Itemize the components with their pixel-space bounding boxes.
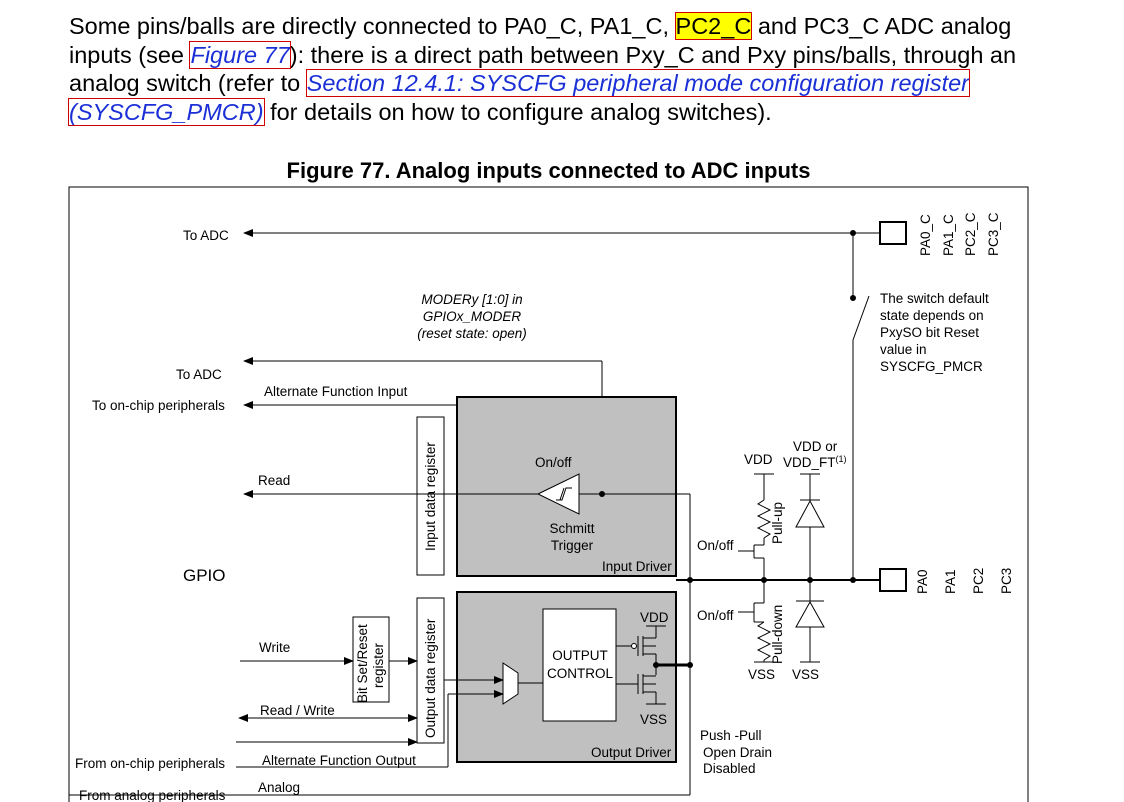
para-text-3: ): there is a direct path between Pxy_C …	[69, 41, 1017, 97]
analog-label: Analog	[258, 780, 300, 795]
schmitt-trigger	[536, 473, 691, 580]
bsr-label-1: Bit Set/Reset	[355, 624, 370, 703]
input-data-register	[416, 416, 445, 576]
pull-up-label: Pull-up	[770, 502, 785, 544]
pin-c-label-2: PC2_C	[963, 212, 978, 256]
para-text-1: Some pins/balls are directly connected t…	[69, 13, 676, 39]
figure-link[interactable]: Figure 77	[189, 40, 291, 69]
highlighted-pin-name: PC2_C	[674, 12, 753, 40]
pin-c-label-1: PA1_C	[941, 214, 956, 256]
moder-label: MODERy [1:0] in GPIOx_MODER (reset state…	[417, 292, 527, 341]
schmitt-label-2: Trigger	[551, 538, 594, 553]
body-paragraph: Some pins/balls are directly connected t…	[67, 12, 1069, 126]
svg-text:GPIOx_MODER: GPIOx_MODER	[423, 309, 522, 324]
schmitt-label-1: Schmitt	[549, 521, 594, 536]
pin-label-0: PA0	[915, 569, 930, 594]
pin-pad-c	[879, 221, 907, 245]
alt-func-input-label: Alternate Function Input	[264, 384, 408, 399]
vss-output-label: VSS	[640, 712, 667, 727]
para-text-4: for details on how to configure analog s…	[263, 98, 772, 125]
svg-text:The switch default: The switch default	[880, 291, 989, 306]
switch-note: The switch default state depends on PxyS…	[880, 291, 989, 374]
output-control-label-2: CONTROL	[547, 666, 613, 681]
pin-label-1: PA1	[943, 569, 958, 594]
svg-text:value in: value in	[880, 342, 927, 357]
input-driver-label: Input Driver	[602, 559, 672, 574]
svg-text:(reset state: open): (reset state: open)	[417, 326, 527, 341]
vss-label-2: VSS	[792, 667, 819, 682]
to-adc-mid-label: To ADC	[176, 367, 222, 382]
disabled-label: Disabled	[703, 761, 756, 776]
to-onchip-label: To on-chip peripherals	[92, 398, 225, 413]
figure-title: Figure 77. Analog inputs connected to AD…	[286, 158, 811, 183]
pin-label-3: PC3	[999, 568, 1014, 594]
gpio-label: GPIO	[183, 566, 226, 585]
push-pull-label: Push -Pull	[700, 728, 762, 743]
from-analog-label: From analog peripherals	[79, 788, 226, 802]
output-mux	[444, 662, 543, 767]
section-link[interactable]: Section 12.4.1: SYSCFG peripheral mode c…	[67, 69, 971, 126]
para-text-2: and PC3_C ADC analog inputs (see	[69, 13, 1012, 68]
figure-frame	[68, 186, 1029, 802]
pullup-on-off-label: On/off	[697, 538, 734, 553]
output-control-label-1: OUTPUT	[552, 648, 608, 663]
alt-func-output-label: Alternate Function Output	[262, 753, 416, 768]
vdd-output-label: VDD	[640, 610, 669, 625]
bsr-label-2: register	[371, 642, 386, 688]
output-transistors	[616, 625, 666, 705]
protection-diodes	[795, 473, 825, 663]
write-label: Write	[259, 640, 290, 655]
svg-text:state depends on: state depends on	[880, 308, 984, 323]
output-data-register-label: Output data register	[423, 618, 438, 738]
to-adc-top-label: To ADC	[183, 228, 229, 243]
pulldown-on-off-label: On/off	[697, 608, 734, 623]
output-control-box	[542, 608, 617, 722]
vdd-or-label: VDD or	[793, 439, 838, 454]
vdd-pullup-label: VDD	[744, 452, 773, 467]
input-data-register-label: Input data register	[423, 442, 438, 551]
pin-labels: PA0 PA1 PC2 PC3	[915, 568, 1014, 594]
schmitt-on-off-label: On/off	[535, 455, 572, 470]
read-label: Read	[258, 473, 290, 488]
analog-switch	[850, 233, 870, 580]
pull-resistors	[738, 473, 774, 663]
pull-down-label: Pull-down	[770, 605, 785, 664]
pin-c-label-3: PC3_C	[986, 212, 1001, 256]
from-onchip-label: From on-chip peripherals	[75, 756, 225, 771]
svg-text:SYSCFG_PMCR: SYSCFG_PMCR	[880, 359, 983, 374]
output-driver-label: Output Driver	[591, 745, 672, 760]
to-adc-top-line	[243, 229, 880, 237]
vss-label-1: VSS	[748, 667, 775, 682]
svg-text:PxySO bit Reset: PxySO bit Reset	[880, 325, 979, 340]
read-write-label: Read / Write	[260, 703, 335, 718]
open-drain-label: Open Drain	[703, 745, 772, 760]
vdd-ft-label: VDD_FT(1)	[783, 454, 847, 470]
pin-label-2: PC2	[971, 568, 986, 594]
svg-text:MODERy [1:0] in: MODERy [1:0] in	[421, 292, 522, 307]
output-data-register	[416, 597, 445, 744]
pin-pad	[879, 568, 907, 592]
pin-c-label-0: PA0_C	[918, 214, 933, 256]
pin-c-labels: PA0_C PA1_C PC2_C PC3_C	[918, 212, 1001, 256]
